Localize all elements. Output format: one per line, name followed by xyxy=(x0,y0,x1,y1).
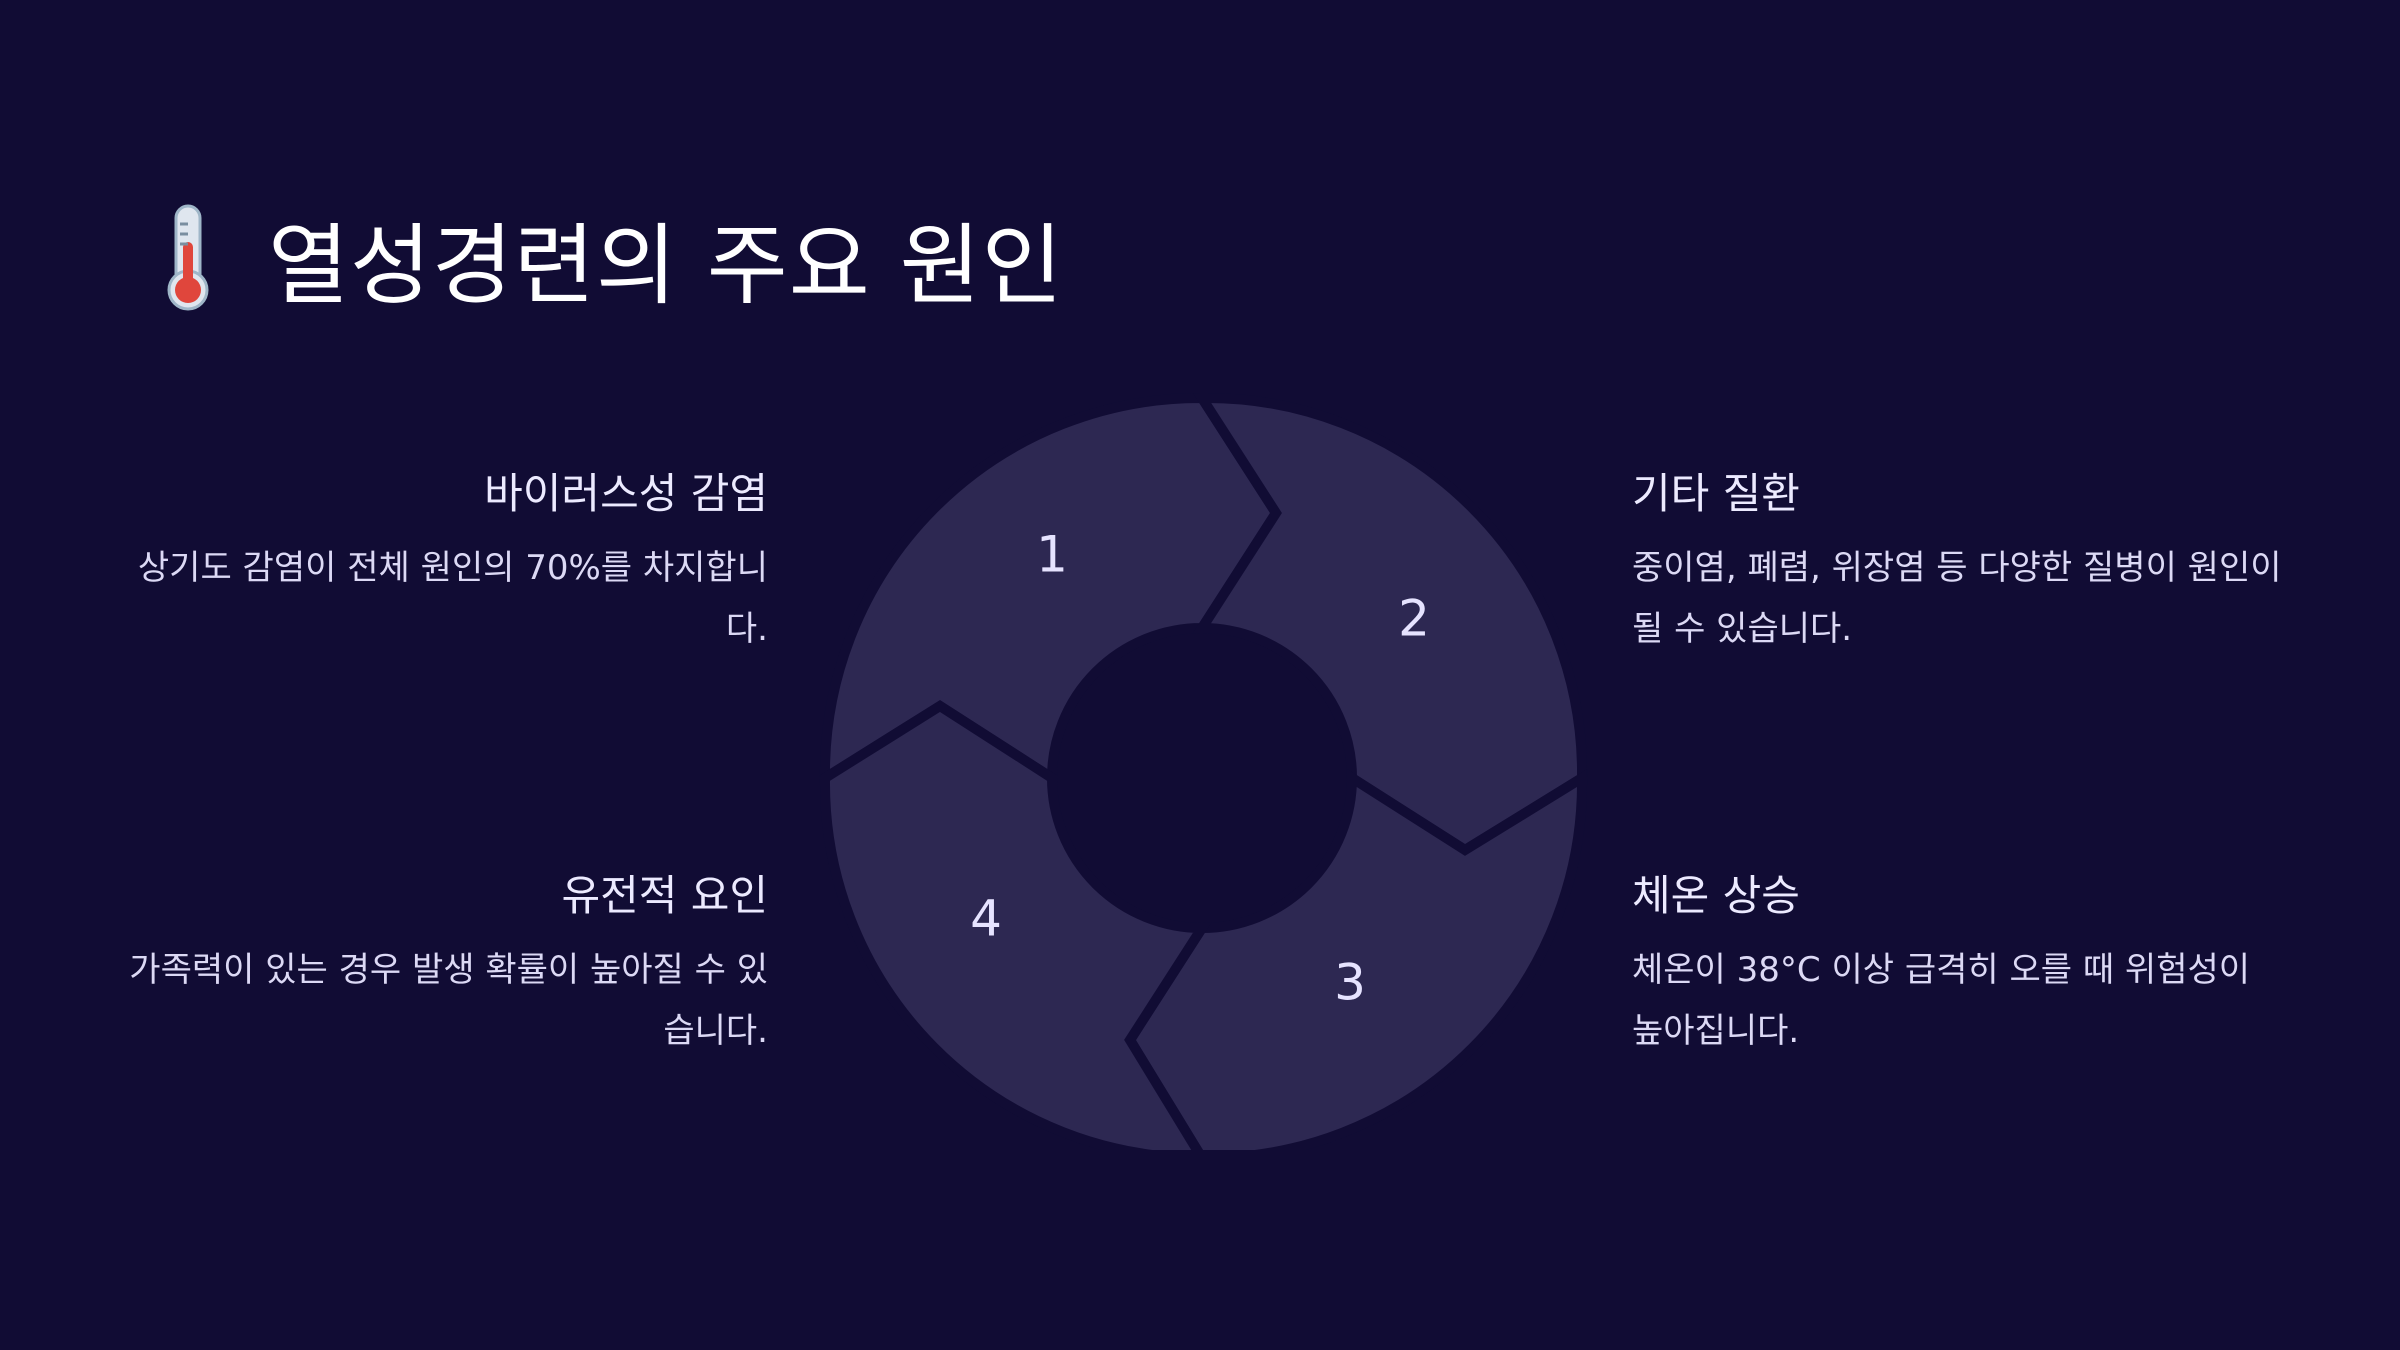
cause-heading: 바이러스성 감염 xyxy=(484,469,768,518)
cause-description: 체온이 38°C 이상 급격히 오를 때 위험성이 높아집니다. xyxy=(1632,950,2251,1051)
page-title: 열성경련의 주요 원인 xyxy=(268,213,1064,317)
cause-heading: 유전적 요인 xyxy=(561,871,768,920)
cycle-number-2: 2 xyxy=(1398,590,1430,648)
cycle-segment-4 xyxy=(819,700,1212,1150)
cycle-diagram: 1 2 3 4 xyxy=(819,392,1588,1150)
cycle-number-1: 1 xyxy=(1036,526,1068,584)
cycle-segment-2 xyxy=(1192,392,1588,856)
cause-description: 상기도 감염이 전체 원인의 70%를 차지합니다. xyxy=(137,548,768,649)
cause-block-temperature: 체온 상승 체온이 38°C 이상 급격히 오를 때 위험성이 높아집니다. xyxy=(1632,866,2292,1062)
thermometer-icon xyxy=(167,204,209,311)
cause-block-other-disease: 기타 질환 중이염, 폐렴, 위장염 등 다양한 질병이 원인이 될 수 있습니… xyxy=(1632,464,2292,660)
cause-block-viral: 바이러스성 감염 상기도 감염이 전체 원인의 70%를 차지합니다. xyxy=(108,464,768,660)
cause-description: 중이염, 폐렴, 위장염 등 다양한 질병이 원인이 될 수 있습니다. xyxy=(1632,548,2282,649)
cause-heading: 체온 상승 xyxy=(1632,871,1800,920)
cycle-segment-3 xyxy=(1124,768,1588,1150)
cycle-number-3: 3 xyxy=(1334,954,1366,1012)
cycle-number-4: 4 xyxy=(970,890,1002,948)
title-row: 열성경련의 주요 원인 xyxy=(158,198,1064,318)
cause-heading: 기타 질환 xyxy=(1632,469,1800,518)
cause-block-genetic: 유전적 요인 가족력이 있는 경우 발생 확률이 높아질 수 있습니다. xyxy=(108,866,768,1062)
cause-description: 가족력이 있는 경우 발생 확률이 높아질 수 있습니다. xyxy=(129,950,768,1051)
cycle-segment-1 xyxy=(819,392,1282,788)
